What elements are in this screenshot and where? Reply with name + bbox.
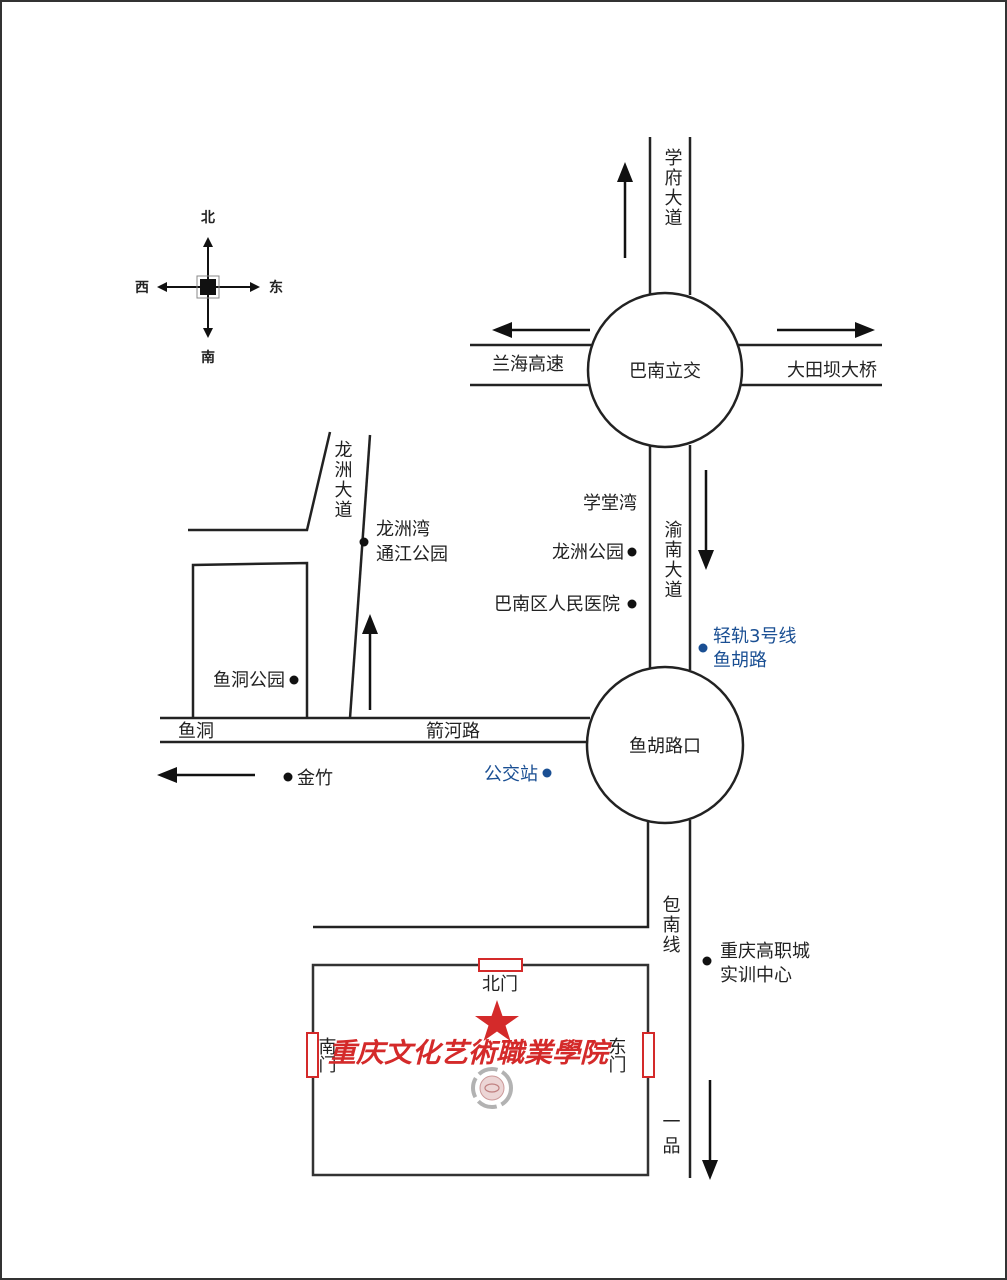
poi-dot-icon bbox=[283, 772, 293, 782]
compass-center-frame bbox=[196, 275, 220, 299]
metro-line-label: 轻轨3号线 bbox=[713, 626, 796, 647]
road-label-yunan: 渝南大道 bbox=[662, 520, 683, 600]
road-label-baonan: 包南线 bbox=[660, 895, 681, 955]
school-location-star-icon bbox=[475, 1000, 519, 1041]
compass: 北 南 西 东 bbox=[135, 210, 283, 366]
yuhu-junction-label: 鱼胡路口 bbox=[629, 736, 701, 757]
road-label-yudong: 鱼洞 bbox=[178, 721, 214, 742]
road-label-yipin: 一品 bbox=[660, 1112, 681, 1160]
compass-center-icon bbox=[200, 279, 216, 295]
east-gate-label: 东门 bbox=[606, 1037, 627, 1074]
main-road-network bbox=[160, 137, 882, 1178]
poi-dot-icon bbox=[627, 599, 637, 609]
poi-dot-icon bbox=[702, 956, 712, 966]
place-hospital: 巴南区人民医院 bbox=[494, 594, 620, 615]
metro-station-icon bbox=[698, 643, 708, 653]
road-label-xuefu: 学府大道 bbox=[662, 148, 683, 228]
south-gate-label: 南门 bbox=[316, 1037, 337, 1074]
place-xuetangwan: 学堂湾 bbox=[583, 493, 637, 514]
banan-interchange-label: 巴南立交 bbox=[629, 361, 701, 382]
place-longzhou-park: 龙洲公园 bbox=[552, 542, 624, 563]
poi-dot-icon bbox=[289, 675, 299, 685]
place-jinzhu: 金竹 bbox=[297, 768, 333, 789]
road-label-datianba: 大田坝大桥 bbox=[787, 360, 877, 381]
east-gate-icon bbox=[642, 1032, 655, 1078]
school-name: 重庆文化艺術職業學院 bbox=[328, 1038, 613, 1069]
north-gate-icon bbox=[478, 958, 523, 972]
place-training-center-2: 实训中心 bbox=[720, 965, 792, 986]
compass-north-label: 北 bbox=[201, 210, 215, 226]
road-label-longzhou: 龙洲大道 bbox=[332, 440, 353, 520]
north-gate-label: 北门 bbox=[482, 974, 518, 995]
compass-south-label: 南 bbox=[201, 349, 215, 366]
south-gate-icon bbox=[306, 1032, 319, 1078]
place-yudong-park: 鱼洞公园 bbox=[213, 670, 285, 691]
road-label-jianhe: 箭河路 bbox=[426, 721, 480, 742]
school-campus: 北门 南门 东门 重庆文化艺術職業學院 bbox=[306, 958, 655, 1177]
place-tongjiang-park: 通江公园 bbox=[376, 544, 448, 565]
yuhu-junction bbox=[585, 665, 745, 825]
place-longzhouwan: 龙洲湾 bbox=[376, 519, 430, 540]
compass-west-label: 西 bbox=[135, 280, 149, 296]
poi-dot-icon bbox=[359, 537, 369, 547]
banan-interchange bbox=[586, 291, 744, 449]
school-emblem-logo bbox=[471, 1067, 513, 1109]
poi-dot-icon bbox=[627, 547, 637, 557]
campus-boundary bbox=[311, 963, 650, 1177]
place-training-center-1: 重庆高职城 bbox=[720, 941, 810, 962]
road-label-lanhai: 兰海高速 bbox=[492, 354, 564, 375]
metro-station-label: 鱼胡路 bbox=[713, 650, 767, 671]
bus-stop-label: 公交站 bbox=[484, 764, 538, 785]
compass-east-label: 东 bbox=[269, 279, 283, 296]
bus-stop-icon bbox=[542, 768, 552, 778]
